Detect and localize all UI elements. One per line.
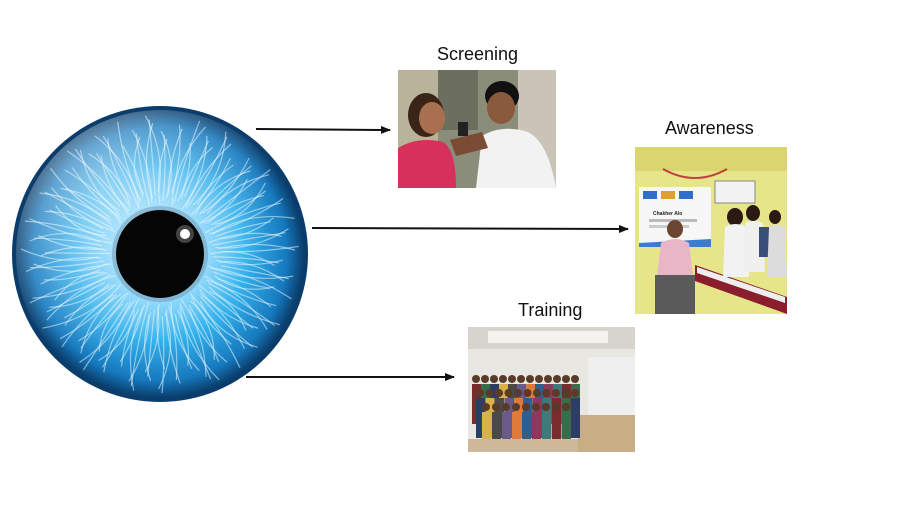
arrow-to-screening bbox=[255, 125, 391, 134]
arrow-to-awareness bbox=[311, 224, 629, 233]
training-photo bbox=[468, 327, 635, 452]
label-awareness: Awareness bbox=[665, 118, 754, 138]
eye-illustration bbox=[12, 106, 308, 402]
screening-photo bbox=[398, 70, 556, 188]
label-training: Training bbox=[518, 300, 583, 320]
awareness-photo: Chakher Alo bbox=[635, 147, 787, 314]
awareness-banner-title: Chakher Alo bbox=[653, 211, 682, 217]
label-screening: Screening bbox=[437, 44, 519, 64]
